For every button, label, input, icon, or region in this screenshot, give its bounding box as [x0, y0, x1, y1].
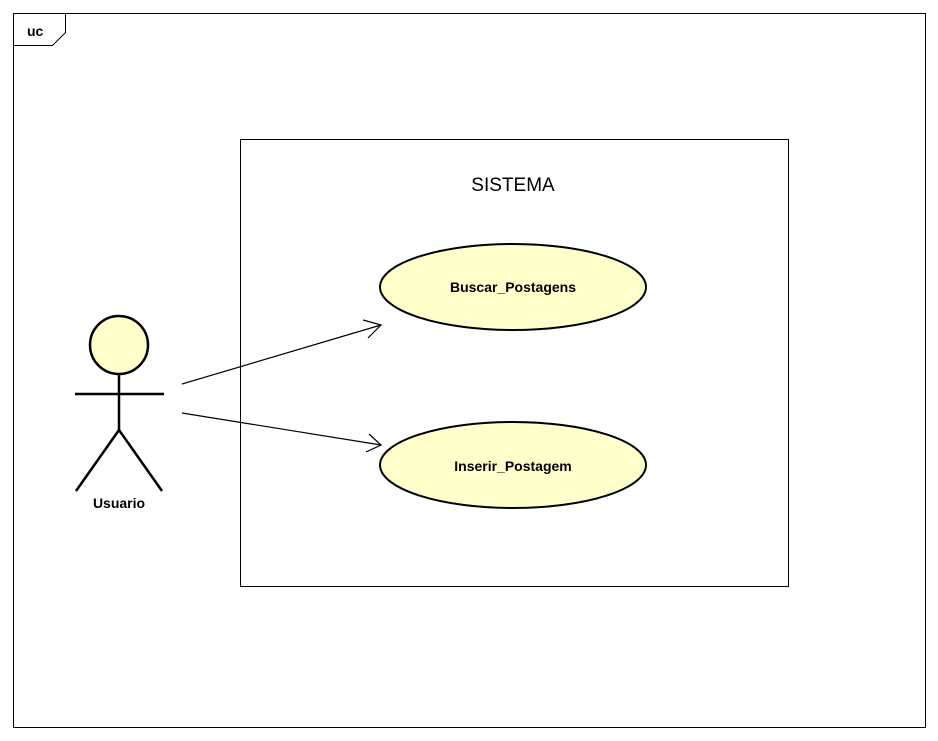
- use-case-inserir-postagem[interactable]: Inserir_Postagem: [379, 421, 647, 509]
- actor-name: Usuario: [93, 495, 145, 511]
- system-boundary: SISTEMA: [240, 139, 789, 587]
- frame-tag-label: uc: [27, 23, 44, 39]
- actor-left-leg: [74, 429, 121, 492]
- frame-tag-shape: [13, 13, 66, 46]
- use-case-label: Buscar_Postagens: [450, 279, 576, 295]
- use-case-label: Inserir_Postagem: [454, 458, 572, 474]
- arrowhead-icon: [365, 433, 383, 453]
- association-inserir-postagem[interactable]: [181, 412, 383, 453]
- frame-tag: uc: [13, 13, 66, 46]
- use-case-buscar-postagens[interactable]: Buscar_Postagens: [379, 243, 647, 331]
- use-case-ellipse[interactable]: [379, 243, 647, 331]
- association-line[interactable]: [181, 324, 382, 385]
- actor-right-leg: [117, 429, 164, 492]
- system-boundary-title: SISTEMA: [471, 175, 555, 196]
- association-buscar-postagens[interactable]: [181, 319, 383, 385]
- actor-head: [88, 314, 150, 376]
- system-boundary-box: [240, 139, 789, 587]
- association-line[interactable]: [181, 412, 382, 446]
- use-case-ellipse[interactable]: [379, 421, 647, 509]
- arrowhead-icon: [362, 319, 383, 339]
- actor-usuario[interactable]: Usuario: [74, 314, 164, 511]
